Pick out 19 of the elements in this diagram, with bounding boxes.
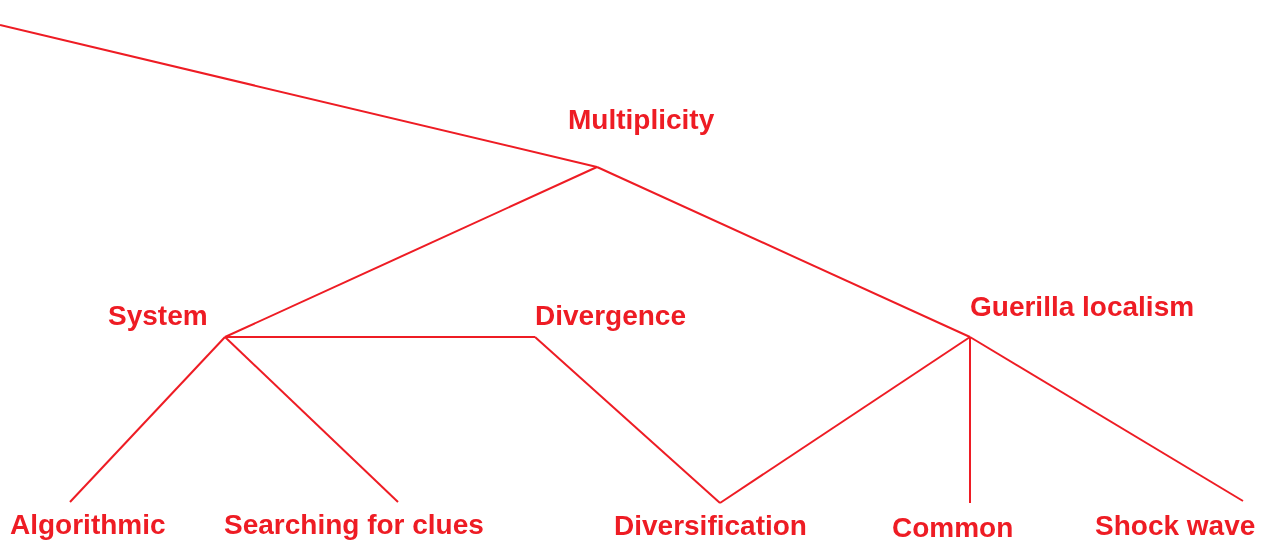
connector-line bbox=[534, 336, 721, 504]
connector-line bbox=[969, 336, 971, 504]
node-label: System bbox=[108, 299, 208, 337]
node-label: Guerilla localism bbox=[970, 290, 1195, 337]
node-label: Multiplicity bbox=[568, 103, 715, 167]
node-label: Divergence bbox=[535, 299, 686, 337]
connector-line bbox=[224, 166, 598, 338]
node-label: Searching for clues bbox=[224, 502, 484, 542]
connector-line bbox=[224, 336, 399, 503]
node-label: Diversification bbox=[614, 503, 807, 543]
connector-line bbox=[224, 336, 536, 338]
node-label: Shock wave bbox=[1095, 501, 1256, 543]
connector-line bbox=[969, 336, 1244, 502]
node-label: Algorithmic bbox=[10, 502, 166, 542]
node-label: Common bbox=[892, 503, 1014, 545]
connector-line bbox=[596, 166, 971, 338]
connector-line bbox=[0, 24, 598, 168]
connector-line bbox=[69, 336, 226, 503]
connector-line bbox=[719, 336, 971, 504]
